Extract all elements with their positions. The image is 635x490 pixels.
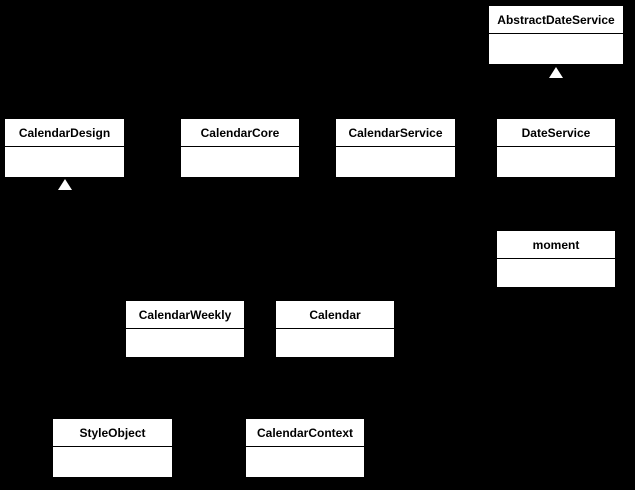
uml-class-calendar-service[interactable]: CalendarService xyxy=(335,118,456,178)
uml-class-name-calendar-context: CalendarContext xyxy=(246,419,364,447)
uml-class-calendar-weekly[interactable]: CalendarWeekly xyxy=(125,300,245,358)
uml-class-name-moment: moment xyxy=(497,231,615,259)
uml-class-name-date-service: DateService xyxy=(497,119,615,147)
uml-class-name-style-object: StyleObject xyxy=(53,419,172,447)
uml-class-attributes-moment xyxy=(497,259,615,287)
uml-class-calendar-core[interactable]: CalendarCore xyxy=(180,118,300,178)
uml-class-abstract-date-service[interactable]: AbstractDateService xyxy=(488,5,624,65)
uml-class-attributes-calendar xyxy=(276,329,394,357)
uml-class-attributes-calendar-context xyxy=(246,447,364,477)
generalization-triangle-icon-abstract-date-service xyxy=(549,67,563,78)
uml-class-name-calendar: Calendar xyxy=(276,301,394,329)
uml-class-calendar-context[interactable]: CalendarContext xyxy=(245,418,365,478)
uml-class-name-calendar-service: CalendarService xyxy=(336,119,455,147)
uml-class-calendar-design[interactable]: CalendarDesign xyxy=(4,118,125,178)
uml-class-date-service[interactable]: DateService xyxy=(496,118,616,178)
uml-class-attributes-calendar-weekly xyxy=(126,329,244,357)
uml-class-style-object[interactable]: StyleObject xyxy=(52,418,173,478)
generalization-triangle-icon-calendar-design xyxy=(58,179,72,190)
uml-class-attributes-calendar-service xyxy=(336,147,455,177)
uml-class-moment[interactable]: moment xyxy=(496,230,616,288)
uml-class-calendar[interactable]: Calendar xyxy=(275,300,395,358)
uml-class-name-calendar-weekly: CalendarWeekly xyxy=(126,301,244,329)
uml-class-attributes-calendar-core xyxy=(181,147,299,177)
uml-class-name-calendar-design: CalendarDesign xyxy=(5,119,124,147)
uml-class-attributes-style-object xyxy=(53,447,172,477)
uml-class-attributes-date-service xyxy=(497,147,615,177)
uml-class-name-abstract-date-service: AbstractDateService xyxy=(489,6,623,34)
uml-class-attributes-abstract-date-service xyxy=(489,34,623,64)
uml-class-name-calendar-core: CalendarCore xyxy=(181,119,299,147)
uml-class-attributes-calendar-design xyxy=(5,147,124,177)
